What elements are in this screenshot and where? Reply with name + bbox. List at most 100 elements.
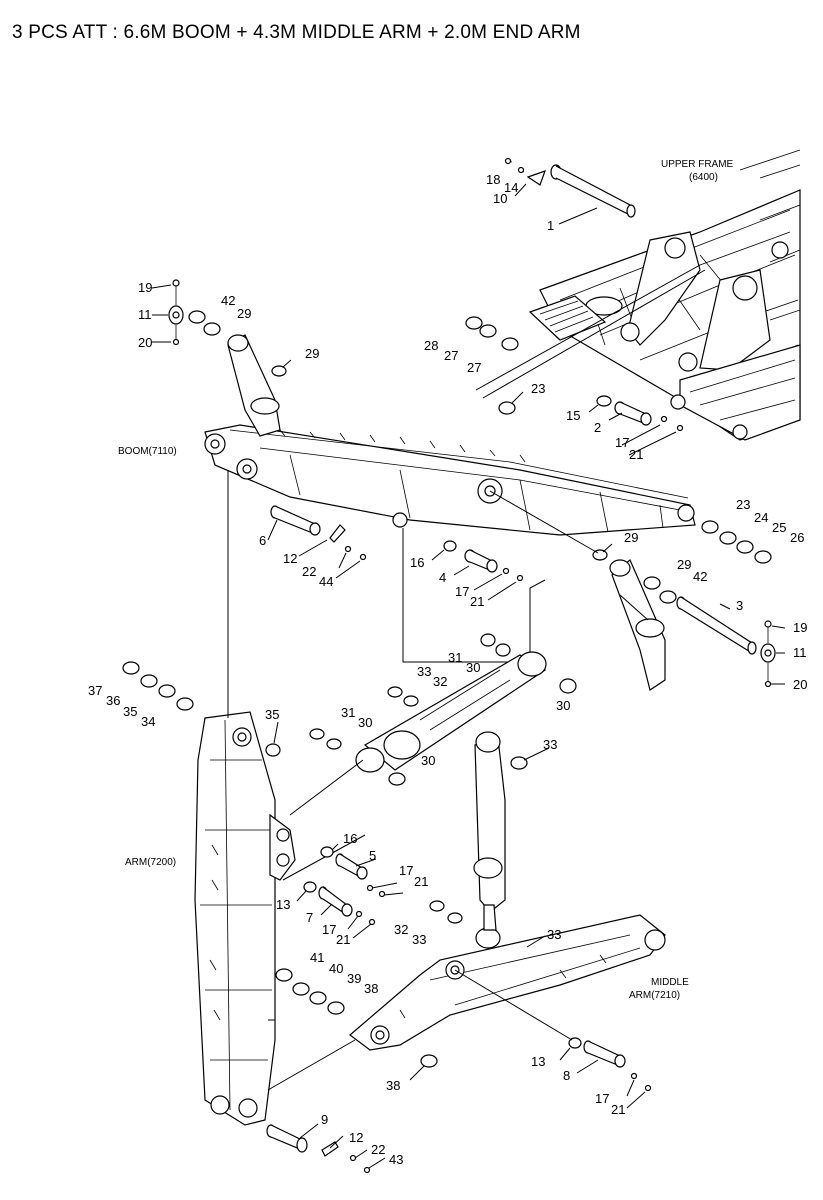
callout-33: 33 [547,927,561,942]
callout-11: 11 [793,645,807,660]
callout-39: 39 [347,971,361,986]
diagram-title: 3 PCS ATT : 6.6M BOOM + 4.3M MIDDLE ARM … [12,22,581,43]
callout-13: 13 [276,897,290,912]
callout-30: 30 [358,715,372,730]
middle-arm-code-label: ARM(7210) [629,990,680,1001]
callout-38: 38 [386,1078,400,1093]
pin-8 [568,1037,652,1092]
callout-20: 20 [138,335,152,350]
callout-8: 8 [563,1068,570,1083]
callout-29: 29 [677,557,691,572]
callout-30: 30 [421,753,435,768]
bolt-group-19-11-20-left [168,279,184,346]
callout-35: 35 [123,704,137,719]
callout-numbers: 18 14 10 1 19 11 20 42 29 29 28 27 27 23… [88,172,807,1167]
washer-group-30-33 [309,633,577,786]
callout-21: 21 [336,932,350,947]
callout-36: 36 [106,693,120,708]
callout-4: 4 [439,570,446,585]
boom [204,424,696,536]
callout-2: 2 [594,420,601,435]
callout-22: 22 [371,1142,385,1157]
callout-27: 27 [444,348,458,363]
pin-9 [266,1124,371,1174]
pin-1 [550,164,636,218]
callout-31: 31 [448,650,462,665]
plate-10 [526,170,546,186]
middle-arm-label: MIDDLE [651,977,689,988]
callout-35: 35 [265,707,279,722]
callout-13: 13 [531,1054,545,1069]
arm-label: ARM(7200) [125,857,176,868]
pin-6 [270,505,367,561]
callout-43: 43 [389,1152,403,1167]
callout-23: 23 [531,381,545,396]
callout-33: 33 [417,664,431,679]
callout-19: 19 [793,620,807,635]
callout-20: 20 [793,677,807,692]
boom-cylinder-left [227,334,281,437]
callout-37: 37 [88,683,102,698]
callout-17: 17 [399,863,413,878]
callout-16: 16 [410,555,424,570]
arm [194,711,296,1126]
callout-29: 29 [305,346,319,361]
callout-17: 17 [455,584,469,599]
callout-18: 18 [486,172,500,187]
callout-23: 23 [736,497,750,512]
callout-22: 22 [302,564,316,579]
callout-21: 21 [611,1102,625,1117]
callout-32: 32 [394,922,408,937]
callout-5: 5 [369,848,376,863]
callout-1: 1 [547,218,554,233]
callout-21: 21 [629,447,643,462]
callout-17: 17 [322,922,336,937]
callout-19: 19 [138,280,152,295]
callout-17: 17 [595,1091,609,1106]
callout-11: 11 [138,307,152,322]
callout-21: 21 [414,874,428,889]
pin-3 [676,596,757,655]
callout-25: 25 [772,520,786,535]
callout-7: 7 [306,910,313,925]
callout-42: 42 [693,569,707,584]
pin-7 [303,881,376,926]
callout-32: 32 [433,674,447,689]
callout-38: 38 [364,981,378,996]
callout-29: 29 [237,306,251,321]
callout-9: 9 [321,1112,328,1127]
callout-15: 15 [566,408,580,423]
washer-group-27-28 [465,316,612,415]
pin-4 [443,540,524,582]
boom-label: BOOM(7110) [118,446,177,457]
callout-6: 6 [259,533,266,548]
callout-24: 24 [754,510,768,525]
callout-42: 42 [221,293,235,308]
callout-21: 21 [470,594,484,609]
callout-17: 17 [615,435,629,450]
callout-31: 31 [341,705,355,720]
middle-arm-cylinder [473,731,506,949]
callout-16: 16 [343,831,357,846]
callout-12: 12 [283,551,297,566]
upper-frame [528,149,801,441]
callout-10: 10 [493,191,507,206]
callout-41: 41 [310,950,324,965]
callout-28: 28 [424,338,438,353]
upper-frame-code-label: (6400) [689,172,718,183]
callout-33: 33 [412,932,426,947]
callout-33: 33 [543,737,557,752]
callout-30: 30 [556,698,570,713]
callout-12: 12 [349,1130,363,1145]
callout-29: 29 [624,530,638,545]
callout-30: 30 [466,660,480,675]
callout-44: 44 [319,574,333,589]
callout-40: 40 [329,961,343,976]
callout-3: 3 [736,598,743,613]
arm-cylinder [355,651,547,773]
upper-frame-label: UPPER FRAME [661,159,734,170]
washer-group-38-41 [275,968,438,1068]
bolt-group-19-11-20-right [760,620,776,688]
boom-cylinder-right [609,559,666,691]
